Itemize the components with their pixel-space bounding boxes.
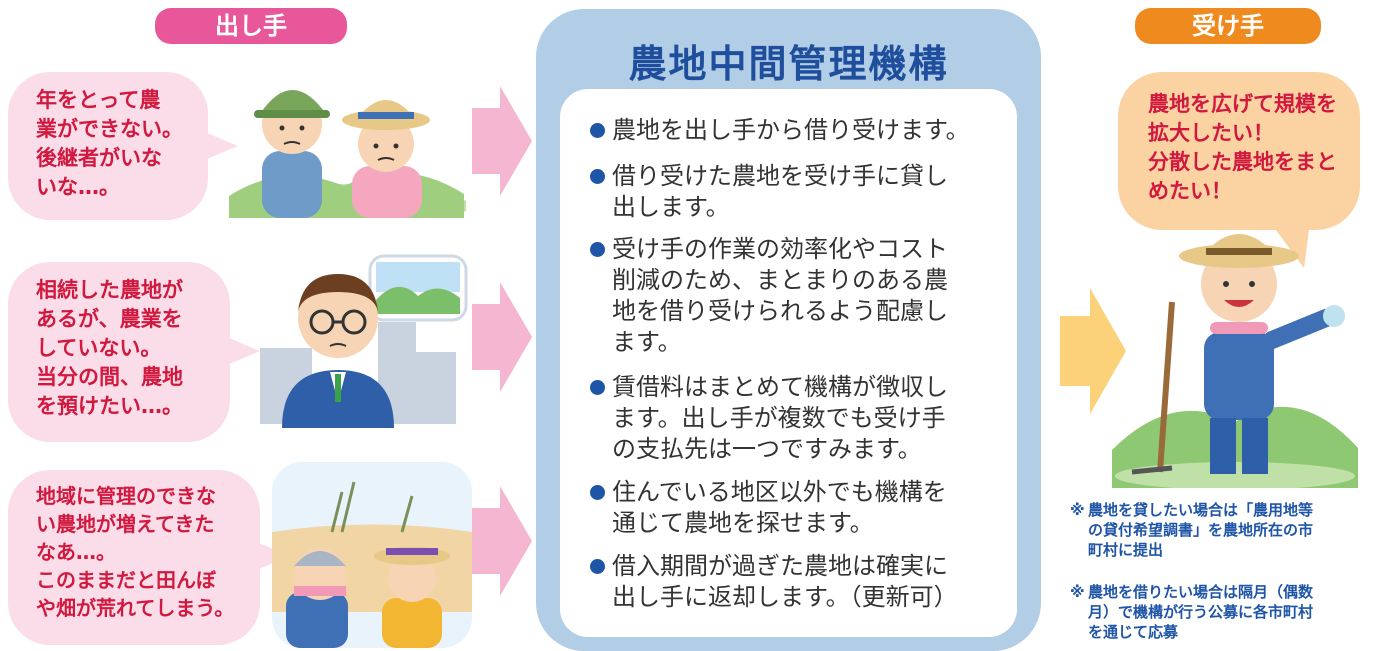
note-line: 町村に提出: [1088, 541, 1164, 559]
elderly-couple-illustration: [229, 90, 466, 218]
giver-bubble-3-line: い農地が増えてきた: [36, 512, 215, 536]
panel-item-line: 農地を出し手から借り受けます。: [612, 116, 970, 144]
businessman-figure: [282, 274, 394, 428]
note-mark: ※: [1070, 501, 1085, 519]
receiver-bubble-line: 拡大したい！: [1148, 121, 1274, 145]
man-with-cap-figure: [286, 548, 348, 648]
giver-bubble-2-line: 相続した農地が: [36, 278, 183, 302]
receiver-bubble-line: 農地を広げて規模を: [1148, 92, 1337, 116]
panel-item-line: 賃借料はまとめて機構が徴収し: [612, 373, 948, 401]
panel-item: 受け手の作業の効率化やコスト 削減のため、まとまりのある農 地を借り受けられるよ…: [590, 234, 1000, 358]
note-line: 月）で機構が行う公募に各市町村: [1088, 603, 1314, 621]
businessman-illustration: [260, 254, 468, 428]
arrow-right-icon: [472, 282, 532, 392]
receiver-bubble: 農地を広げて規模を 拡大したい！ 分散した農地をまと めたい！: [1118, 72, 1360, 230]
bullet-icon: [590, 485, 605, 500]
panel-item: 住んでいる地区以外でも機構を 通じて農地を探せます。: [590, 477, 1000, 539]
bullet-icon: [590, 123, 605, 138]
arrow-right-icon: [472, 486, 532, 596]
note-mark: ※: [1070, 583, 1085, 601]
giver-bubble-3: 地域に管理のできな い農地が増えてきた なあ…。 このままだと田んぼ や畑が荒れ…: [8, 470, 260, 645]
panel-item: 農地を出し手から借り受けます。: [590, 115, 1000, 146]
farmer-figure: [1179, 234, 1345, 474]
panel-item-line: の支払先は一つですみます。: [612, 435, 922, 463]
giver-label: 出し手: [155, 8, 347, 44]
panel-item: 借入期間が過ぎた農地は確実に 出し手に返却します。（更新可）: [590, 551, 1000, 613]
arrow-right-icon: [1060, 288, 1126, 414]
old-woman-figure: [342, 100, 430, 218]
giver-bubble-3-line: このままだと田んぼ: [36, 568, 216, 592]
giver-bubble-1-tail: [200, 130, 238, 162]
panel-item-line: 出します。: [612, 193, 730, 221]
panel-item-line: 借入期間が過ぎた農地は確実に: [612, 552, 948, 580]
arrow-right-icon: [472, 86, 532, 196]
bullet-icon: [590, 169, 605, 184]
giver-bubble-1-line: 年をとって農: [36, 88, 161, 112]
note-line: を通じて応募: [1088, 623, 1179, 641]
intermediary-panel: 農地中間管理機構 農地を出し手から借り受けます。 借り受けた農地を受け手に貸し …: [536, 9, 1041, 651]
note-line: 農地を貸したい場合は「農用地等: [1088, 501, 1314, 519]
panel-item-line: 出し手に返却します。（更新可）: [612, 583, 958, 611]
panel-item-line: 通じて農地を探せます。: [612, 509, 874, 537]
giver-bubble-2-line: を預けたい…。: [36, 394, 183, 418]
worried-couple-illustration: [272, 462, 472, 648]
giver-bubble-1-line: 業ができない。: [36, 117, 183, 141]
giver-bubble-2-line: していない。: [36, 336, 162, 360]
panel-item: 賃借料はまとめて機構が徴収し ます。出し手が複数でも受け手 の支払先は一つですみ…: [590, 372, 1000, 465]
panel-item-line: ます。出し手が複数でも受け手: [612, 404, 946, 432]
panel-title: 農地中間管理機構: [628, 42, 949, 86]
note-line: 農地を借りたい場合は隔月（偶数: [1088, 583, 1314, 601]
giver-bubble-2: 相続した農地が あるが、農業を していない。 当分の間、農地 を預けたい…。: [8, 262, 230, 442]
panel-item-line: 借り受けた農地を受け手に貸し: [612, 162, 948, 190]
giver-bubble-1-line: いな…。: [36, 175, 120, 199]
panel-item-line: 削減のため、まとまりのある農: [612, 266, 948, 294]
receiver-label: 受け手: [1135, 8, 1321, 44]
panel-item-line: ます。: [612, 328, 682, 356]
giver-bubble-2-line: あるが、農業を: [36, 307, 183, 331]
bullet-icon: [590, 242, 605, 257]
receiver-bubble-tail: [1270, 222, 1310, 268]
giver-bubble-1-line: 後継者がいな: [36, 146, 162, 170]
giver-bubble-2-line: 当分の間、農地: [36, 365, 183, 389]
note-lend: ※ 農地を貸したい場合は「農用地等 の貸付希望調書」を農地所在の市 町村に提出: [1070, 500, 1380, 560]
note-borrow: ※ 農地を借りたい場合は隔月（偶数 月）で機構が行う公募に各市町村 を通じて応募: [1070, 582, 1380, 642]
receiver-bubble-line: 分散した農地をまと: [1148, 150, 1337, 174]
farmer-illustration: [1112, 234, 1358, 488]
thought-bubble-scene: [354, 254, 468, 346]
panel-item: 借り受けた農地を受け手に貸し 出します。: [590, 161, 1000, 223]
panel-item-line: 受け手の作業の効率化やコスト: [612, 235, 948, 263]
giver-bubble-3-line: 地域に管理のできな: [36, 484, 216, 508]
panel-item-line: 地を借り受けられるよう配慮し: [612, 297, 948, 325]
bullet-icon: [590, 559, 605, 574]
old-man-figure: [254, 90, 330, 218]
giver-bubble-2-tail: [222, 335, 260, 367]
panel-item-line: 住んでいる地区以外でも機構を: [612, 478, 947, 506]
giver-bubble-3-line: なあ…。: [36, 540, 116, 564]
panel-body: 農地を出し手から借り受けます。 借り受けた農地を受け手に貸し 出します。 受け手…: [560, 89, 1017, 637]
receiver-bubble-line: めたい！: [1148, 179, 1232, 203]
note-line: の貸付希望調書」を農地所在の市: [1088, 521, 1314, 539]
giver-bubble-3-line: や畑が荒れてしまう。: [36, 596, 235, 620]
giver-bubble-1: 年をとって農 業ができない。 後継者がいな いな…。: [8, 72, 208, 220]
bullet-icon: [590, 380, 605, 395]
woman-with-hat-figure: [374, 547, 450, 648]
